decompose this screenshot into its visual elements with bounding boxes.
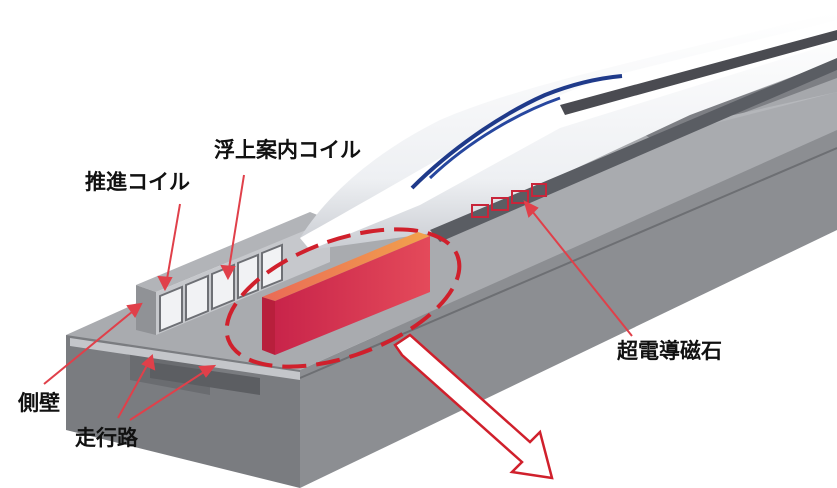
side-wall-top [136,212,330,292]
train-stripe-blue [410,74,623,190]
direction-arrow [393,333,554,480]
magnet-boxes-train [471,183,547,218]
magnet-block-side [275,236,430,355]
highlight-ellipse [224,227,462,369]
running-path-rail [70,338,300,380]
train-nose [300,20,837,250]
train-window-band [560,30,837,115]
label-side-wall: 側壁 [18,391,60,415]
train-stripe-blue-2 [428,96,561,180]
magnet-block-front [262,297,275,355]
label-running-path: 走行路 [75,426,138,450]
label-levitation-guidance-coil: 浮上案内コイル [214,138,361,162]
concrete-slab-side [300,130,837,488]
annotation-arrows [43,174,633,421]
label-superconducting-magnet: 超電導磁石 [617,339,722,363]
magnet-block-top [262,232,430,301]
running-path-channel-2 [150,362,260,395]
side-wall-face [136,285,156,335]
label-propulsion-coil: 推進コイル [85,170,190,194]
concrete-slab-front [66,335,300,488]
